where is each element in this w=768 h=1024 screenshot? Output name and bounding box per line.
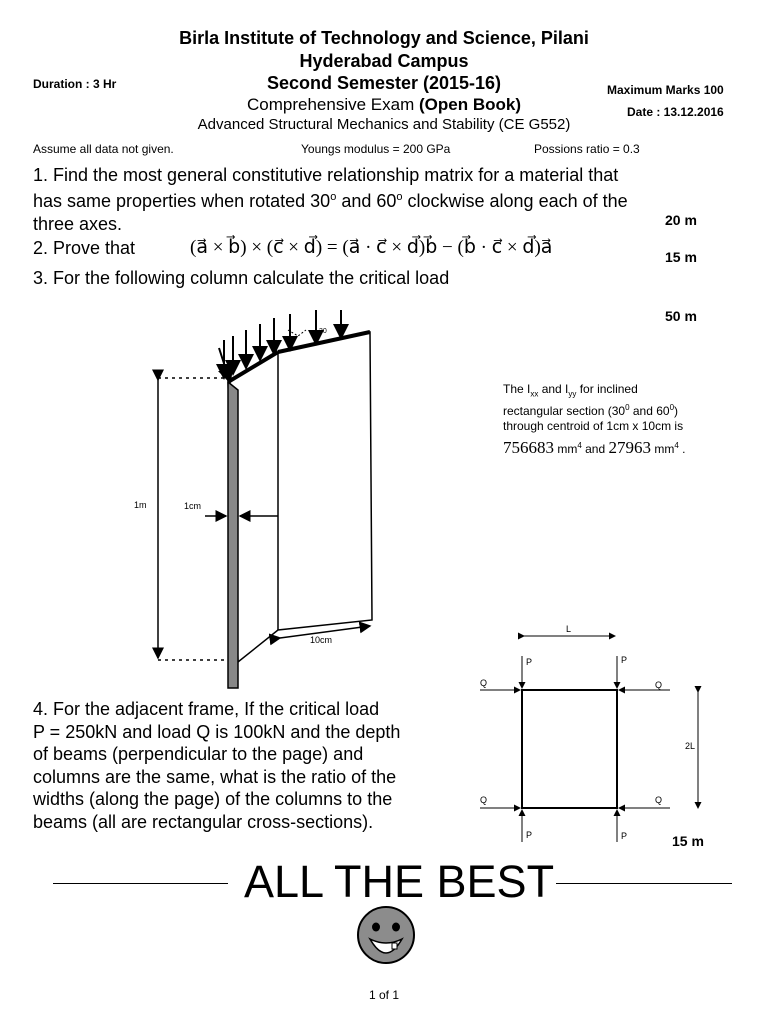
ixx-value: 756683 [503, 438, 554, 457]
q2-label: 2. Prove that [33, 238, 136, 258]
frame-outline [521, 689, 618, 809]
exam-mode: (Open Book) [418, 95, 521, 114]
load-arrows [216, 310, 349, 384]
divider-left [53, 883, 228, 884]
institute-name: Birla Institute of Technology and Scienc… [179, 28, 589, 48]
poisson-ratio: Possions ratio = 0.3 [534, 142, 640, 156]
smiley-icon [357, 906, 415, 964]
angle-label: 30 [319, 328, 327, 335]
thickness-label: 1cm [184, 501, 201, 511]
q4-line: beams (all are rectangular cross-section… [33, 811, 374, 832]
q2-equation: (a⃗ × b⃗) × (c⃗ × d⃗) = (a⃗ · c⃗ × d⃗)b⃗… [190, 237, 553, 258]
frame-figure: L 2L P P P P Q Q Q Q [480, 624, 702, 842]
p-label: P [621, 655, 627, 665]
exam-title: Comprehensive Exam (Open Book) [0, 95, 768, 115]
q2-marks: 15 m [665, 249, 697, 265]
q4-line: widths (along the page) of the columns t… [33, 789, 393, 809]
q1-line2: has same properties when rotated 30o and… [33, 191, 628, 211]
course-title: Advanced Structural Mechanics and Stabil… [197, 116, 571, 133]
q1-line3: three axes. [33, 214, 123, 234]
inertia-note-line2: rectangular section (300 and 600) [503, 403, 679, 418]
q4-line: 4. For the adjacent frame, If the critic… [33, 699, 380, 719]
semester: Second Semester (2015-16) [266, 73, 502, 93]
q-label: Q [480, 795, 487, 805]
p-label: P [526, 830, 532, 840]
inertia-values: 756683 mm4 and 27963 mm4 . [503, 438, 686, 457]
q1-marks: 20 m [665, 212, 697, 228]
q4-line: columns are the same, what is the ratio … [33, 766, 397, 787]
q-label: Q [655, 795, 662, 805]
exam-type: Comprehensive Exam [247, 95, 419, 114]
q4-text: 4. For the adjacent frame, If the critic… [33, 698, 400, 833]
q-label: Q [480, 678, 487, 688]
p-label: P [621, 831, 627, 841]
height-label-2l: 2L [685, 741, 695, 751]
max-marks: Maximum Marks 100 [607, 83, 724, 97]
closing-message: ALL THE BEST [243, 856, 555, 907]
q-label: Q [655, 680, 662, 690]
exam-date: Date : 13.12.2016 [627, 105, 724, 119]
assumption-note: Assume all data not given. [33, 142, 174, 156]
q4-line: of beams (perpendicular to the page) and [33, 744, 364, 764]
q3-marks: 50 m [665, 308, 697, 324]
page-number: 1 of 1 [368, 988, 400, 1002]
q1-line1: 1. Find the most general constitutive re… [33, 165, 619, 185]
q4-marks: 15 m [672, 833, 704, 849]
width-label: 10cm [310, 635, 332, 645]
inertia-note-line1: The Ixx and Iyy for inclined [503, 382, 638, 399]
q3-text: 3. For the following column calculate th… [33, 268, 450, 288]
column-figure: 30 1m 1cm 10cm [134, 310, 373, 689]
divider-right [556, 883, 732, 884]
inertia-note-line3: through centroid of 1cm x 10cm is [503, 419, 684, 433]
p-label: P [526, 657, 532, 667]
iyy-value: 27963 [608, 438, 651, 457]
campus-name: Hyderabad Campus [299, 51, 469, 71]
youngs-modulus: Youngs modulus = 200 GPa [301, 142, 451, 156]
span-label: L [566, 624, 571, 634]
height-label: 1m [134, 500, 147, 510]
q4-line: P = 250kN and load Q is 100kN and the de… [33, 721, 401, 742]
duration: Duration : 3 Hr [33, 77, 117, 91]
